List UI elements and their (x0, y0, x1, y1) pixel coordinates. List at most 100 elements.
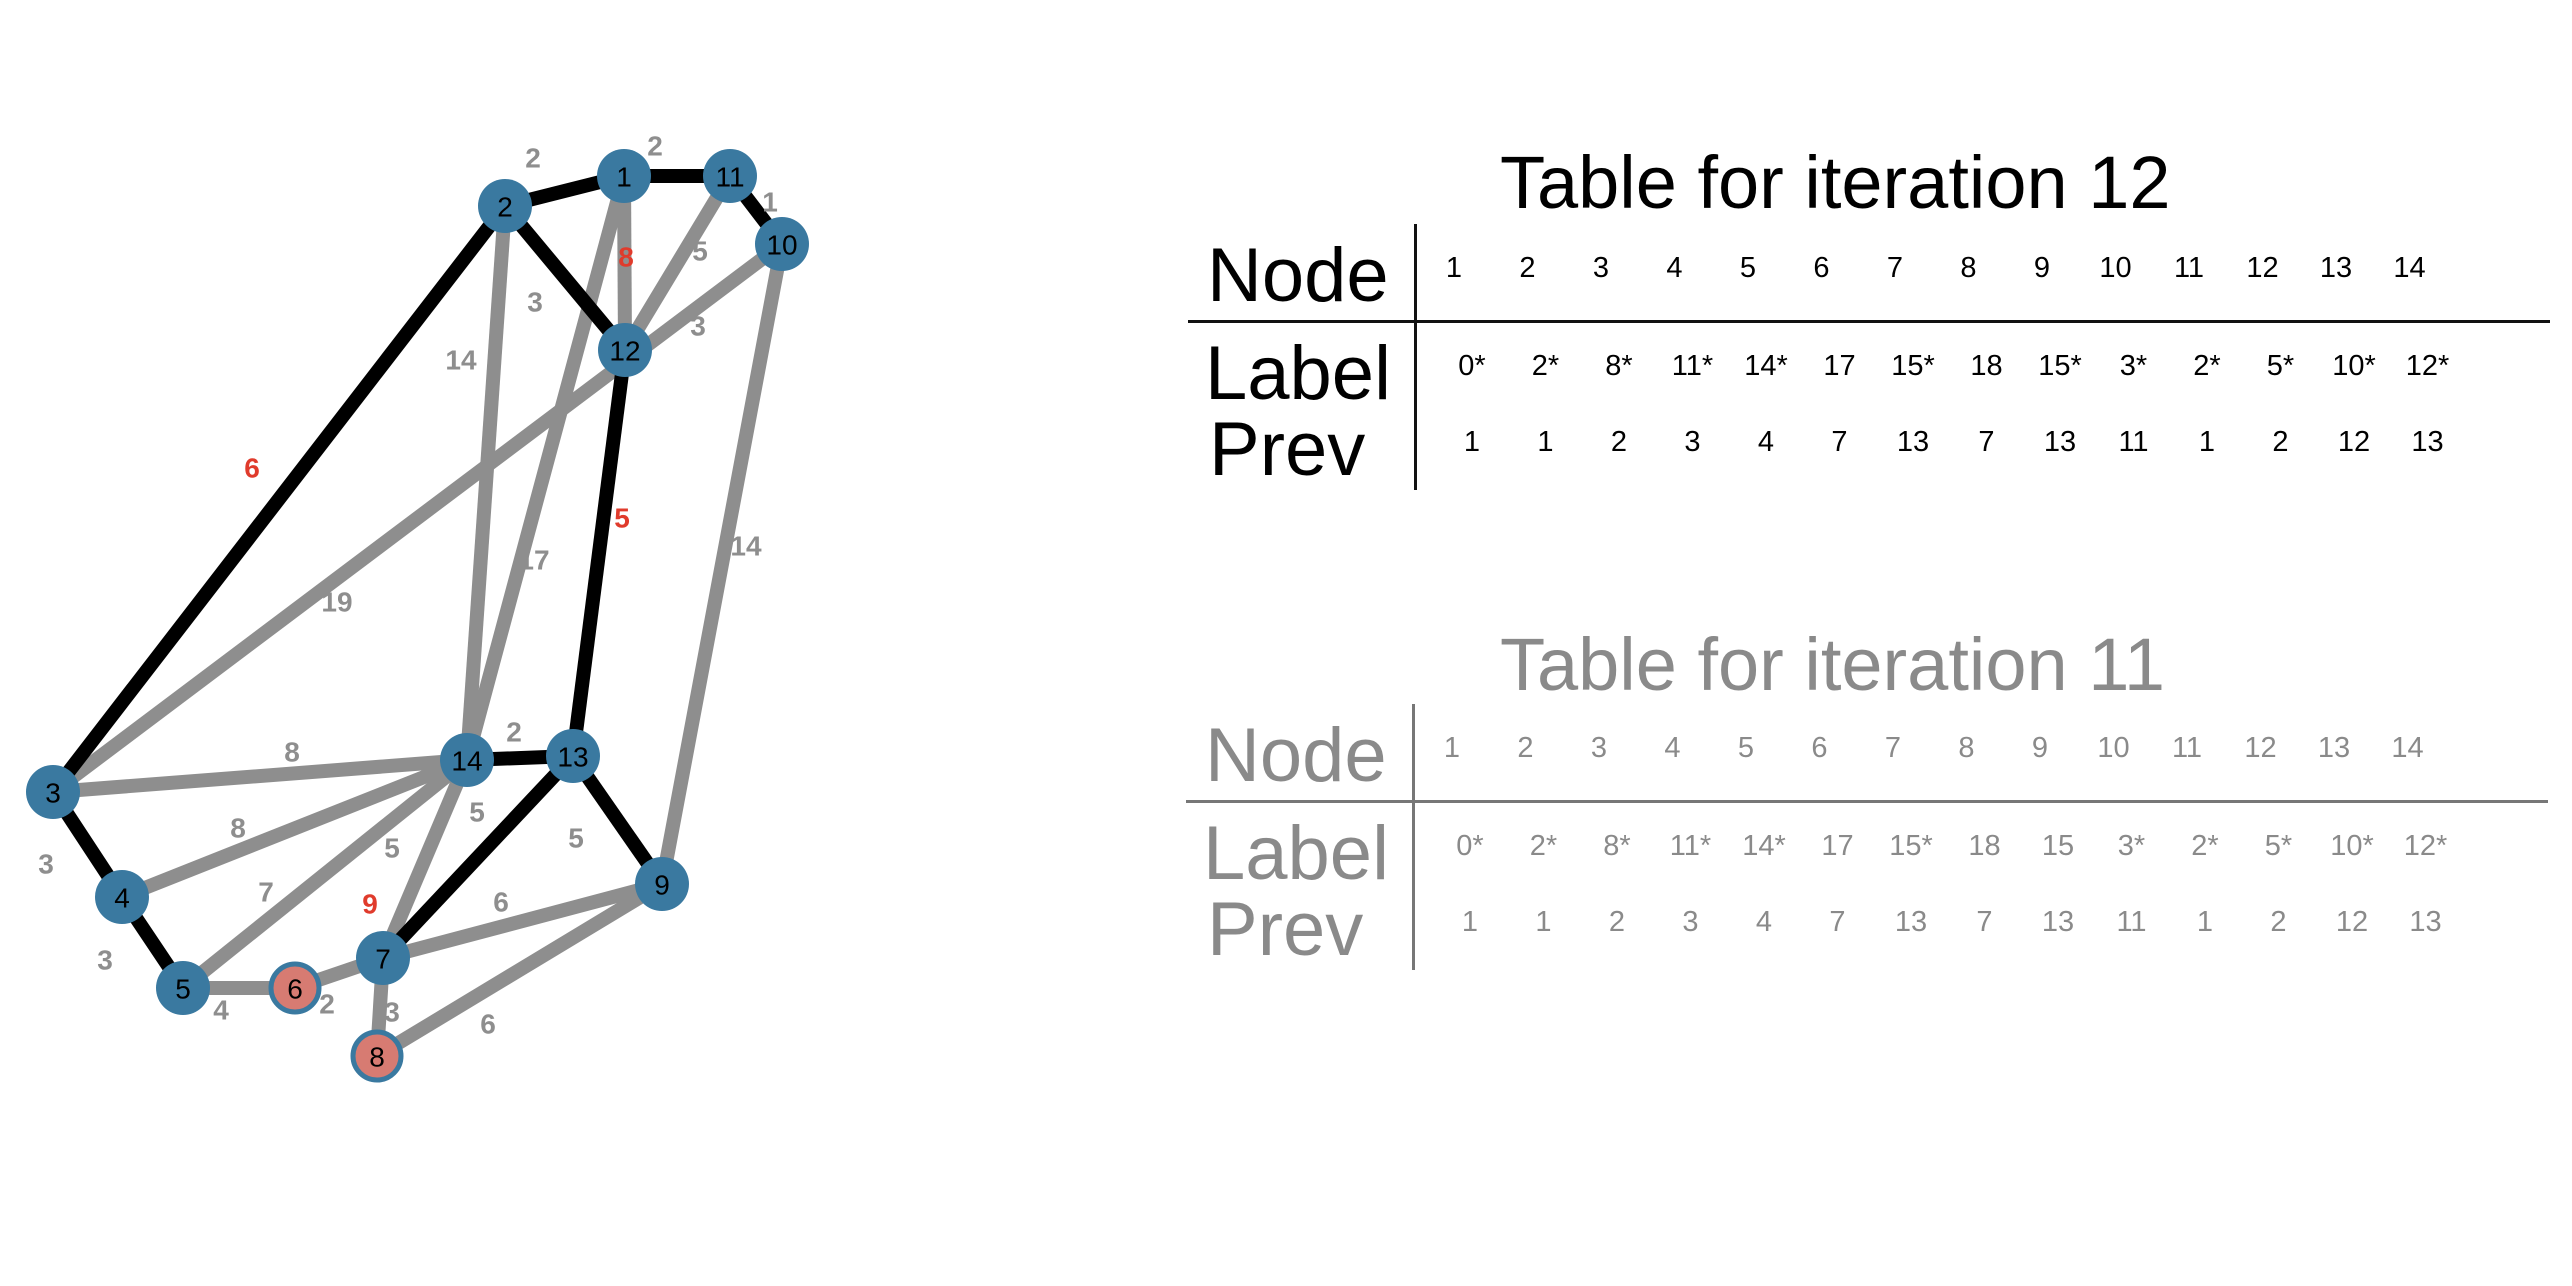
prev-cell: 13 (1894, 906, 1928, 938)
edge-8-9 (373, 878, 666, 1062)
node-7: 7 (356, 931, 410, 985)
table-horizontal-divider (1188, 320, 2550, 323)
node-11: 11 (703, 149, 757, 203)
node-8: 8 (350, 1029, 404, 1083)
edge-weight-8-9: 6 (480, 1009, 496, 1040)
node-circle (156, 961, 210, 1015)
prev-cell: 13 (2409, 906, 2442, 938)
node-cell: 9 (2033, 252, 2051, 284)
prev-cell: 11 (2118, 426, 2149, 458)
edge-weight-2-3: 6 (244, 453, 260, 484)
label-cell: 15* (2038, 350, 2082, 382)
edge-weight-1-14: 17 (518, 545, 549, 576)
edge-weight-14-13: 2 (506, 717, 522, 748)
node-cell: 1 (1443, 732, 1461, 764)
label-cell: 17 (1823, 350, 1856, 382)
node-cell: 7 (1886, 252, 1904, 284)
node-circle (755, 217, 809, 271)
label-cell: 11* (1669, 830, 1712, 862)
prev-cell: 7 (1829, 906, 1846, 938)
node-cell: 9 (2031, 732, 2049, 764)
edge-weight-13-7: 5 (568, 823, 584, 854)
node-cell: 10 (2099, 252, 2132, 284)
table-title: Table for iteration 12 (1500, 141, 2171, 224)
node-label: 3 (45, 778, 61, 809)
edge-12-13 (566, 349, 632, 757)
label-cell: 14* (1744, 350, 1788, 382)
edge-weight-4-14: 8 (230, 813, 246, 844)
node-cell: 11 (2171, 732, 2203, 764)
node-12: 12 (598, 323, 652, 377)
node-cell: 3 (1590, 732, 1608, 764)
node-cell: 5 (1737, 732, 1755, 764)
label-cell: 17 (1821, 830, 1854, 862)
node-label: 13 (557, 742, 588, 773)
node-cell: 14 (2391, 732, 2424, 764)
edge-13-7 (377, 751, 579, 963)
node-9: 9 (635, 857, 689, 911)
node-circle (478, 179, 532, 233)
label-cell: 10* (2332, 350, 2376, 382)
edge-weight-13-9: 5 (469, 797, 485, 828)
prev-cell: 1 (1463, 426, 1481, 458)
edge-weight-10-3: 3 (690, 311, 706, 342)
node-cell: 14 (2393, 252, 2426, 284)
node-label: 1 (616, 162, 632, 193)
edge-10-3 (48, 238, 787, 798)
node-6: 6 (268, 961, 322, 1015)
label-cell: 15 (2041, 830, 2075, 862)
node-3: 3 (26, 765, 80, 819)
label-cell: 11* (1671, 350, 1714, 382)
edge-weight-3-4: 3 (38, 849, 54, 880)
node-1: 1 (597, 149, 651, 203)
edge-7-9 (381, 877, 664, 965)
edge-weight-extra: 19 (321, 587, 352, 618)
edge-weight-5-6: 4 (213, 995, 229, 1026)
node-cell: 2 (1519, 252, 1536, 284)
label-cell: 2* (2193, 350, 2221, 382)
edge-1-12 (617, 175, 632, 351)
node-circle (268, 961, 322, 1015)
node-label: 10 (766, 230, 797, 261)
node-label: 11 (715, 162, 744, 193)
node-cell: 10 (2097, 732, 2130, 764)
label-cell: 8* (1603, 830, 1631, 862)
edge-weight-3-14: 8 (284, 737, 300, 768)
label-row-header: Label (1203, 811, 1389, 896)
node-circle (350, 1029, 404, 1083)
edge-2-12 (499, 201, 631, 355)
node-cell: 1 (1445, 252, 1463, 284)
node-cell: 7 (1884, 732, 1902, 764)
node-circle (95, 870, 149, 924)
edge-weight-7-9: 6 (493, 887, 509, 918)
prev-cell: 4 (1755, 906, 1773, 938)
prev-cell: 11 (2116, 906, 2147, 938)
node-cell: 11 (2173, 252, 2205, 284)
prev-cell: 2 (2272, 426, 2289, 458)
edge-weight-1-2: 2 (525, 143, 541, 174)
prev-cell: 7 (1831, 426, 1848, 458)
label-cell: 12* (2405, 350, 2450, 382)
prev-cell: 1 (1461, 906, 1479, 938)
node-label: 6 (287, 974, 303, 1005)
edge-5-14 (178, 754, 472, 994)
edge-10-9 (655, 242, 789, 886)
prev-cell: 12 (2337, 426, 2371, 458)
node-cell: 8 (1960, 252, 1977, 284)
label-cell: 10* (2330, 830, 2374, 862)
prev-row-header: Prev (1207, 887, 1364, 972)
node-cell: 3 (1592, 252, 1610, 284)
node-label: 4 (114, 883, 130, 914)
edge-weight-4-5: 3 (97, 945, 113, 976)
node-cell: 2 (1517, 732, 1534, 764)
edge-4-14 (119, 753, 470, 904)
label-cell: 5* (2266, 350, 2295, 382)
node-cell: 13 (2319, 252, 2353, 284)
node-5: 5 (156, 961, 210, 1015)
node-row-header: Node (1205, 713, 1387, 798)
node-circle (703, 149, 757, 203)
prev-cell: 2 (1610, 426, 1628, 458)
edge-weight-11-12: 5 (692, 236, 708, 267)
prev-row-header: Prev (1209, 407, 1366, 492)
